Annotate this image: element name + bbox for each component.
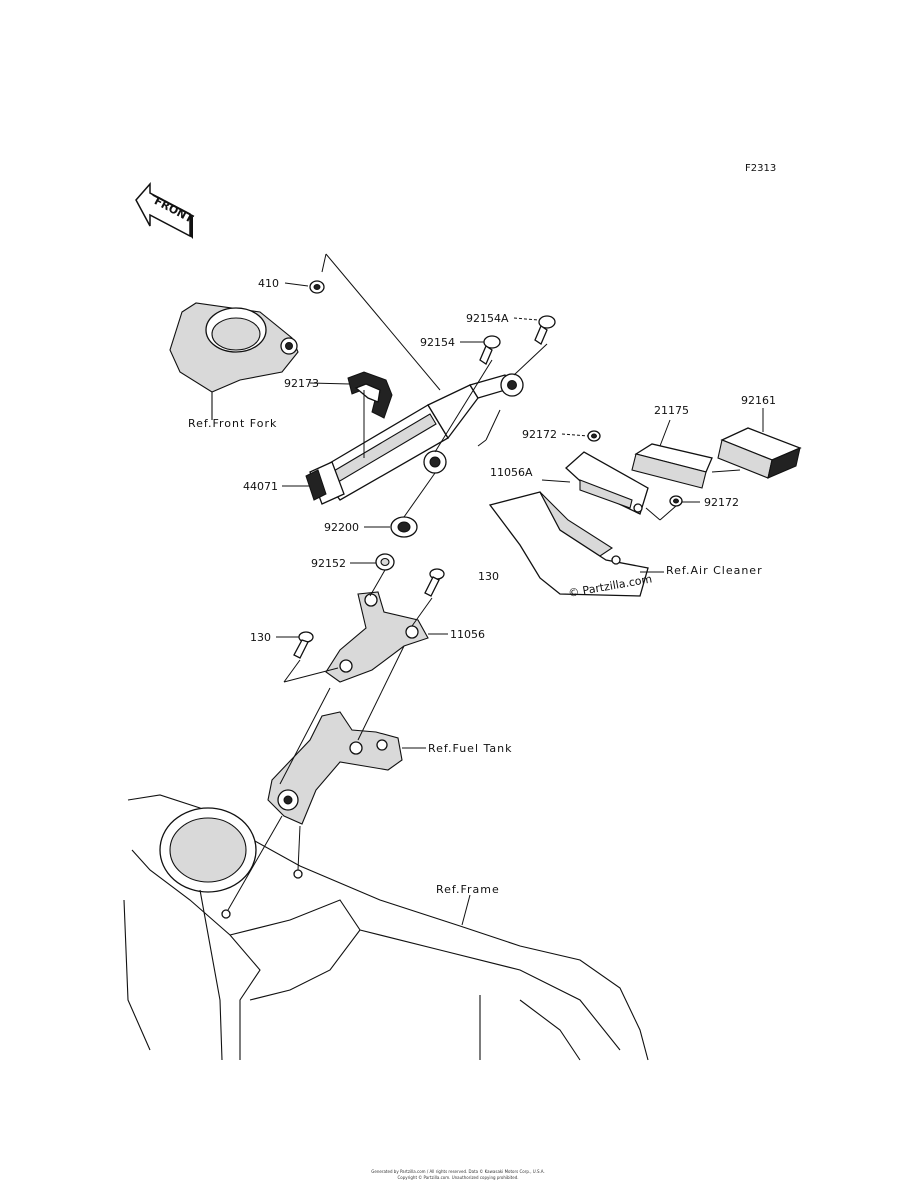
cushion-92173 <box>347 371 393 419</box>
module-92161 <box>717 427 802 479</box>
label-130-left: 130 <box>250 631 271 644</box>
label-11056: 11056 <box>450 628 485 641</box>
bolt-92172-right <box>669 495 683 507</box>
collar-92200 <box>390 516 418 538</box>
steering-damper-44071 <box>305 373 524 505</box>
footer-line2: Copyright © Partzilla.com. Unauthorized … <box>397 1175 518 1180</box>
label-92154a: 92154A <box>466 312 509 325</box>
front-arrow-icon: FRONT <box>135 182 196 239</box>
label-92172-right: 92172 <box>704 496 739 509</box>
ref-front-fork: Ref.Front Fork <box>188 417 277 430</box>
leader-lines <box>227 253 764 926</box>
label-410: 410 <box>258 277 279 290</box>
fuel-tank-bracket <box>267 711 403 825</box>
bracket-11056a <box>488 451 649 597</box>
module-21175 <box>631 443 713 489</box>
footer-line1: Generated by Partzilla.com / All rights … <box>371 1169 544 1174</box>
label-92200: 92200 <box>324 521 359 534</box>
label-44071: 44071 <box>243 480 278 493</box>
front-fork-clamp <box>169 302 299 420</box>
label-21175: 21175 <box>654 404 689 417</box>
frame-body <box>123 794 649 1061</box>
label-92154: 92154 <box>420 336 455 349</box>
bolt-130-left <box>293 631 314 659</box>
ref-fuel-tank: Ref.Fuel Tank <box>428 742 512 755</box>
washer-410 <box>309 280 325 294</box>
collar-92152 <box>375 553 395 571</box>
ref-frame: Ref.Frame <box>436 883 500 896</box>
bolt-92154 <box>479 335 501 365</box>
bolt-130-right <box>424 568 445 597</box>
label-92173: 92173 <box>284 377 319 390</box>
label-11056a: 11056A <box>490 466 533 479</box>
bolt-92154a <box>534 315 556 345</box>
label-92172-top: 92172 <box>522 428 557 441</box>
label-92161: 92161 <box>741 394 776 407</box>
diagram-code: F2313 <box>745 163 776 174</box>
ref-air-cleaner: Ref.Air Cleaner <box>666 564 763 577</box>
bracket-11056 <box>325 591 429 683</box>
bolt-92172-top <box>587 430 601 442</box>
label-92152: 92152 <box>311 557 346 570</box>
label-130-right: 130 <box>478 570 499 583</box>
